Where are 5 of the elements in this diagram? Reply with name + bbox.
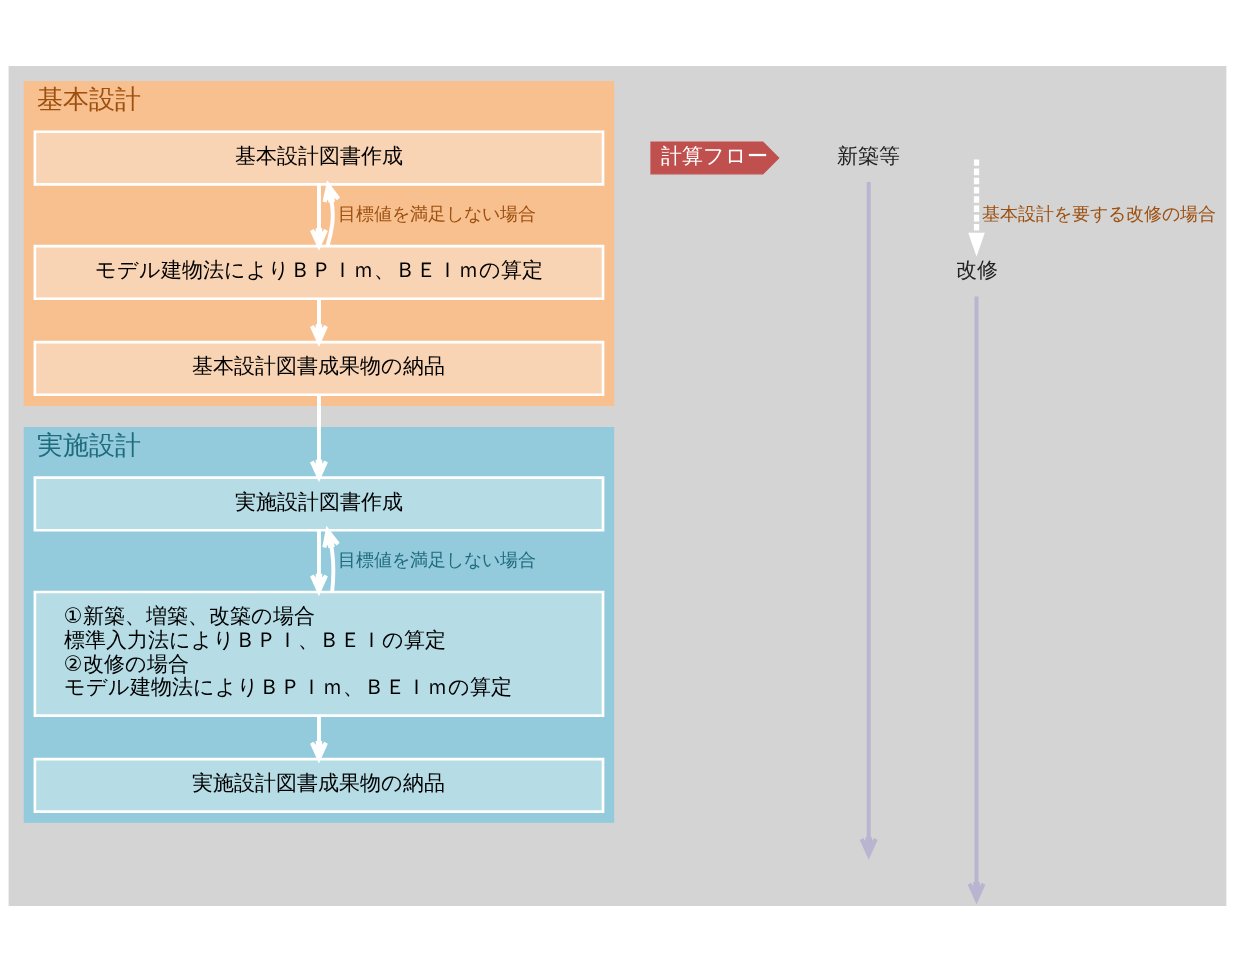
edge-label: 基本設計を要する改修の場合 <box>981 203 1216 225</box>
edge-label: 目標値を満足しない場合 <box>337 203 536 225</box>
node-text: 改修 <box>955 257 998 283</box>
node-text: 新築等 <box>837 143 901 169</box>
edge-label: 目標値を満足しない場合 <box>337 549 536 571</box>
